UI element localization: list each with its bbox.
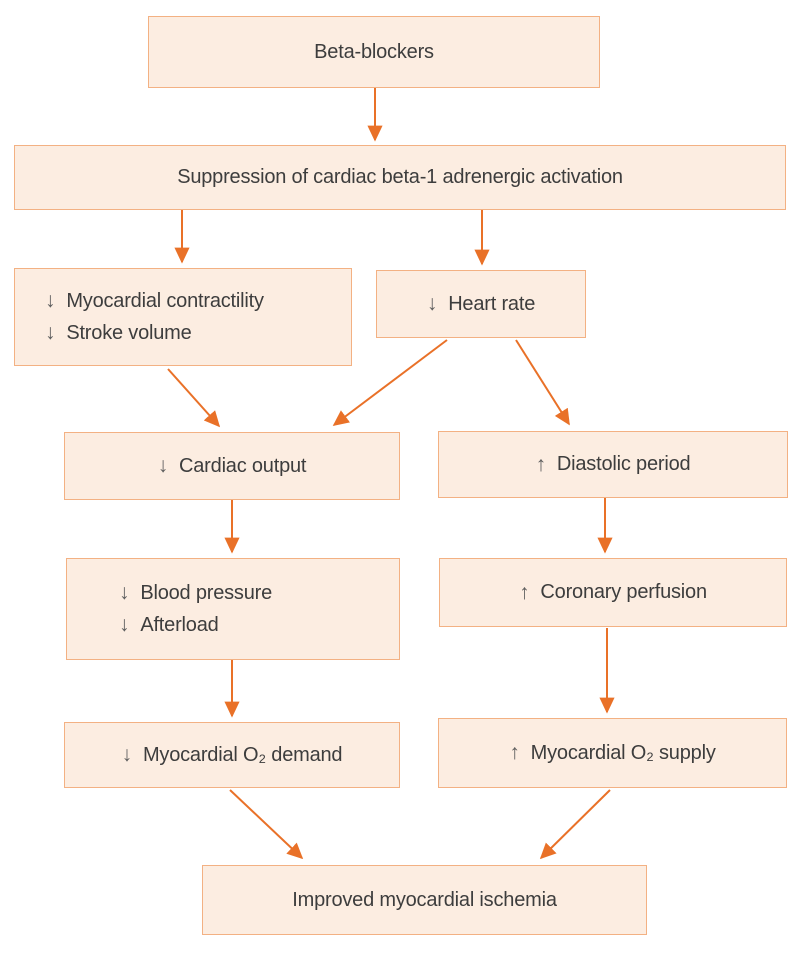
up-arrow-glyph: ↑ [509, 741, 520, 764]
node-text: Suppression of cardiac beta-1 adrenergic… [177, 166, 623, 188]
node-text: Afterload [140, 613, 219, 636]
node-label: ↓ Myocardial O₂ demand [122, 743, 343, 767]
node-text: Myocardial contractility [66, 289, 264, 312]
node-myocardial-contractility: ↓ Myocardial contractility ↓ Stroke volu… [14, 268, 352, 366]
node-text: Beta-blockers [314, 40, 434, 63]
node-suppression: Suppression of cardiac beta-1 adrenergic… [14, 145, 786, 210]
down-arrow-glyph: ↓ [45, 289, 56, 312]
arrow-o2-demand-to-improved [229, 789, 304, 860]
node-label: Beta-blockers [314, 41, 434, 64]
down-arrow-glyph: ↓ [119, 613, 130, 636]
node-coronary-perfusion: ↑ Coronary perfusion [439, 558, 787, 627]
node-text: Stroke volume [66, 321, 192, 344]
node-heart-rate: ↓ Heart rate [376, 270, 586, 338]
node-label: ↓ Blood pressure ↓ Afterload [119, 581, 272, 637]
node-text: Myocardial O₂ supply [530, 741, 716, 764]
node-label: ↑ Diastolic period [536, 453, 691, 477]
node-label: ↑ Myocardial O₂ supply [509, 741, 715, 765]
down-arrow-glyph: ↓ [426, 292, 438, 315]
node-text: Coronary perfusion [540, 581, 707, 603]
node-improved-ischemia: Improved myocardial ischemia [202, 865, 647, 935]
arrow-o2-supply-to-improved [539, 789, 611, 860]
down-arrow-glyph: ↓ [45, 321, 56, 344]
up-arrow-glyph: ↑ [535, 452, 547, 476]
node-text: Diastolic period [556, 453, 691, 475]
node-label: ↓ Myocardial contractility ↓ Stroke volu… [45, 289, 264, 345]
node-diastolic-period: ↑ Diastolic period [438, 431, 788, 498]
up-arrow-glyph: ↑ [519, 580, 530, 604]
node-label: ↓ Cardiac output [158, 454, 307, 478]
node-blood-pressure: ↓ Blood pressure ↓ Afterload [66, 558, 400, 660]
node-text: Myocardial O₂ demand [142, 743, 343, 766]
node-label: Suppression of cardiac beta-1 adrenergic… [177, 166, 623, 189]
node-label: ↓ Heart rate [427, 292, 535, 316]
node-cardiac-output: ↓ Cardiac output [64, 432, 400, 500]
down-arrow-glyph: ↓ [157, 454, 169, 477]
arrow-heart-rate-to-cardiac-output [332, 339, 448, 426]
arrow-heart-rate-to-diastolic [515, 339, 570, 426]
down-arrow-glyph: ↓ [119, 581, 130, 604]
arrow-contractility-to-cardiac-output [167, 368, 221, 428]
node-text: Blood pressure [140, 581, 273, 604]
node-o2-supply: ↑ Myocardial O₂ supply [438, 718, 787, 788]
node-label: ↑ Coronary perfusion [519, 581, 707, 605]
node-text: Improved myocardial ischemia [292, 888, 557, 911]
node-beta-blockers: Beta-blockers [148, 16, 600, 88]
node-text: Heart rate [448, 292, 536, 315]
down-arrow-glyph: ↓ [121, 743, 133, 766]
node-text: Cardiac output [179, 454, 307, 477]
node-label: Improved myocardial ischemia [292, 889, 557, 912]
node-o2-demand: ↓ Myocardial O₂ demand [64, 722, 400, 788]
